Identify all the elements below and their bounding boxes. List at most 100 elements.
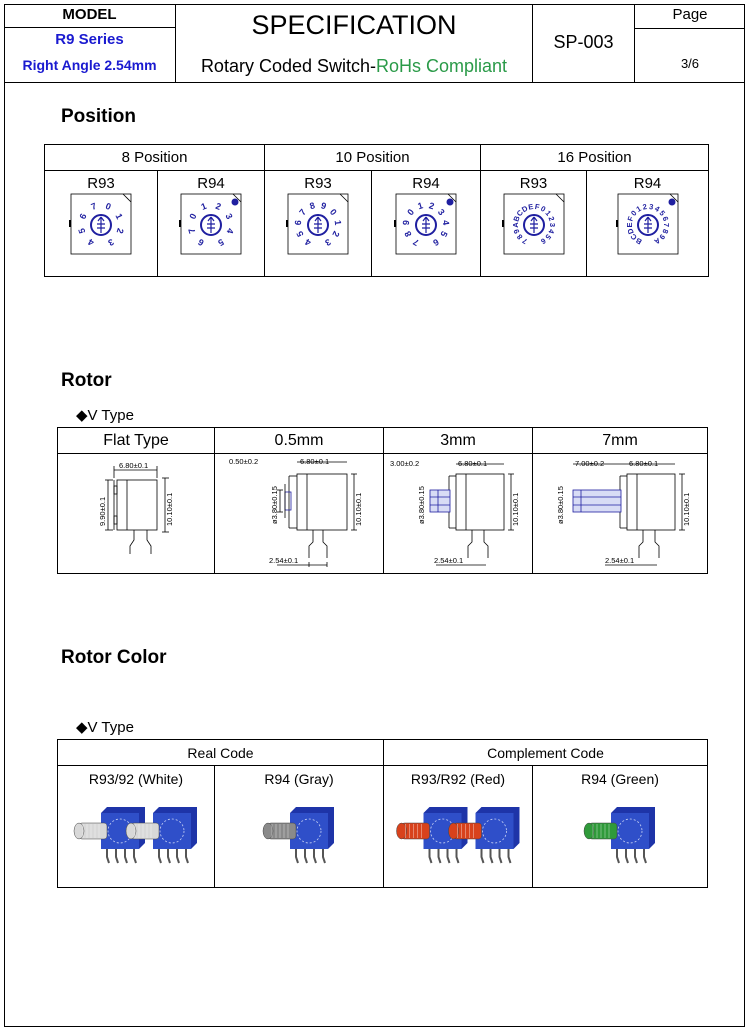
dial-digit: 0 <box>104 201 112 212</box>
side-tab <box>615 220 618 227</box>
rotor-7mm-drawing: 7.00±0.2 6.80±0.1 ø3.80±0.15 10.10±0.1 2… <box>556 459 691 566</box>
red-rotor-cell: R93/R92 (Red) <box>383 765 533 888</box>
dial-digit: 6 <box>196 237 205 248</box>
rotor-05mm-drawing: 0.50±0.2 6.80±0.1 ø3.80±0.15 10.10±0.1 2… <box>229 457 363 567</box>
dial-digit: 9 <box>320 200 328 211</box>
dial-digit: 7 <box>520 236 528 246</box>
dial-digit: 9 <box>511 228 521 235</box>
divider <box>532 4 533 82</box>
dial-digit: 3 <box>648 202 654 212</box>
dial-digit: 9 <box>401 220 412 226</box>
corner-mark <box>339 193 349 203</box>
switch-pin <box>158 849 162 864</box>
model-label: MODEL <box>62 6 117 23</box>
dial-digit: 2 <box>428 200 436 211</box>
col-7mm: 7mm <box>532 427 708 454</box>
dial-digit: 7 <box>411 237 420 248</box>
group-10-position: 10 Position <box>264 144 481 171</box>
dial-digit: 1 <box>113 212 124 221</box>
dial-ring <box>296 818 322 844</box>
dial-ring <box>481 818 507 844</box>
col-3mm: 3mm <box>383 427 533 454</box>
dial-digit: E <box>625 222 634 227</box>
rotor-3mm-drawing-cell: 3.00±0.2 6.80±0.1 ø3.80±0.15 10.10±0.1 2… <box>383 453 533 574</box>
switch-pin <box>634 849 638 864</box>
height-dim: 10.10±0.1 <box>354 493 363 526</box>
green-rotor-photo <box>583 807 655 864</box>
switch-pin <box>313 849 317 864</box>
dial-digit: 5 <box>438 230 449 239</box>
rotor-knob-end <box>583 822 595 840</box>
dial-digit: 0 <box>628 209 638 218</box>
height-dim: 10.10±0.1 <box>165 493 174 526</box>
dial-digit: 5 <box>76 227 87 235</box>
dial-digit: 4 <box>225 227 236 235</box>
doc-code: SP-003 <box>553 32 614 52</box>
switch-pin <box>322 849 326 864</box>
dial-digit: 7 <box>90 201 98 212</box>
dial-digit: 6 <box>431 237 440 248</box>
rotor-switch <box>583 807 655 864</box>
switch-pin <box>616 849 620 864</box>
dial-digit: 7 <box>186 227 197 235</box>
header-bottom-line <box>4 82 745 83</box>
gray-rotor-cell: R94 (Gray) <box>214 765 384 888</box>
dial-digit: 6 <box>77 212 88 221</box>
height-flat-dim: 9.90±0.1 <box>98 497 107 526</box>
switch-pin <box>124 849 128 864</box>
dial-ring <box>159 818 185 844</box>
dial-digit: 8 <box>308 200 316 211</box>
switch-pin <box>295 849 299 864</box>
col-05mm: 0.5mm <box>214 427 384 454</box>
switch-pin <box>480 849 484 864</box>
height-dim: 10.10±0.1 <box>682 493 691 526</box>
red-rotor-label: R93/R92 (Red) <box>410 771 506 787</box>
dial-digit: 5 <box>295 230 306 239</box>
rotor-knob-end <box>73 822 85 840</box>
white-rotor-cell: R93/92 (White) <box>57 765 215 888</box>
model-label: R94 <box>197 175 225 192</box>
dial-digit: 4 <box>303 237 312 248</box>
dial-digit: F <box>534 202 540 212</box>
pitch-dim: 2.54±0.1 <box>434 556 463 565</box>
dial-digit: 6 <box>660 215 670 222</box>
switch-pin <box>643 849 647 864</box>
dial-digit: F <box>625 215 635 223</box>
switch-pin <box>437 849 441 864</box>
switch-pin <box>167 849 171 864</box>
dial-digit: 0 <box>187 212 198 221</box>
divider <box>175 4 176 82</box>
position-title: Position <box>61 106 136 127</box>
switch-pin <box>489 849 493 864</box>
variant-name: Right Angle 2.54mm <box>22 57 157 73</box>
dial-digit: 6 <box>293 220 304 226</box>
rohs-label: RoHs Compliant <box>376 56 508 76</box>
switch-pin <box>446 849 450 864</box>
group-complement-code: Complement Code <box>382 739 709 766</box>
rotor-knob-end <box>262 822 274 840</box>
corner-mark <box>447 193 457 203</box>
dial-digit: 7 <box>297 207 308 217</box>
dial-digit: 8 <box>403 230 414 239</box>
width-dim: 6.80±0.1 <box>119 461 148 470</box>
switch-pin <box>304 849 308 864</box>
dial-digit: B <box>633 236 643 247</box>
dial-digit: A <box>511 222 520 228</box>
rotor-title: Rotor <box>61 370 112 391</box>
switch-pin <box>507 849 511 864</box>
dial-digit: 3 <box>548 223 557 227</box>
pitch-dim: 2.54±0.1 <box>605 556 634 565</box>
shaft-05-dim: 0.50±0.2 <box>229 457 258 466</box>
dial-digit: D <box>520 203 530 214</box>
model-label: R93 <box>304 175 332 192</box>
dial-digit: 1 <box>543 209 553 218</box>
